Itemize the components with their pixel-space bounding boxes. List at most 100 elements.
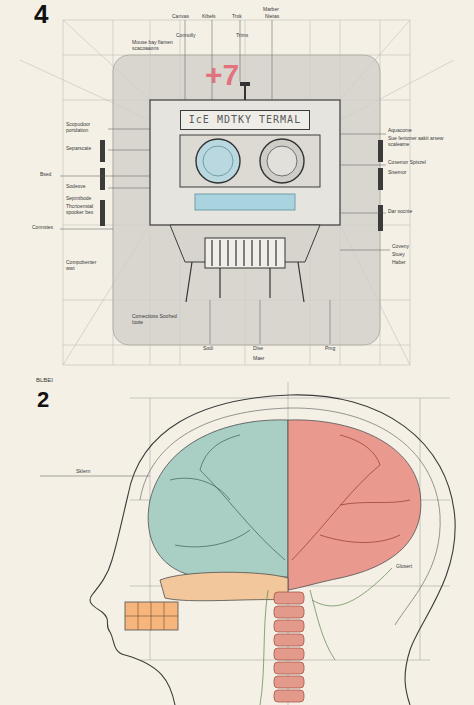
leg — [219, 268, 220, 298]
leader-lines — [60, 20, 390, 344]
vertebra — [274, 620, 304, 632]
part-label: Compobenter wwt — [66, 260, 106, 271]
grid-line — [125, 616, 178, 617]
vertebra — [274, 606, 304, 618]
panel-number: 4 — [34, 0, 48, 29]
grid-line — [420, 398, 421, 660]
bracket-bar — [378, 205, 383, 231]
gauge-ring — [267, 146, 297, 176]
fin — [219, 240, 220, 266]
part-label: Scopudoor portdation — [66, 122, 108, 133]
part-label: Cosemor Spiszel — [388, 160, 450, 166]
leader-line — [340, 213, 386, 214]
vertebra — [274, 690, 304, 702]
panel-caption: BLBEI — [36, 377, 53, 384]
brain-right-hemisphere — [288, 420, 421, 590]
leader-line — [108, 129, 150, 130]
fin — [227, 240, 228, 266]
part-label: Nietas — [265, 14, 279, 20]
grid-line — [130, 398, 450, 399]
machine-body — [150, 100, 340, 225]
grid-line — [410, 20, 411, 365]
part-label: Coveny — [392, 244, 409, 250]
vertebra — [274, 634, 304, 646]
display-window — [195, 194, 295, 210]
heatsink-fins — [212, 240, 276, 266]
vertebra — [274, 592, 304, 604]
grid-line — [63, 20, 64, 365]
part-label: Trims — [236, 33, 248, 39]
vertebra — [274, 648, 304, 660]
fin — [243, 240, 244, 266]
part-label: Kibels — [202, 14, 216, 20]
fin — [275, 240, 276, 266]
bracket-bar — [100, 168, 105, 190]
leader-line — [340, 134, 386, 135]
node-text: IcE MDTKY TERMAL — [189, 115, 301, 125]
vessel — [292, 435, 410, 560]
fin — [251, 240, 252, 266]
machine-legs — [186, 262, 304, 302]
anatomy-label: Sklern — [76, 469, 90, 475]
antenna-cap — [240, 82, 250, 86]
note-label: Sue fentoner aakit arsew scaleame — [388, 136, 448, 147]
construction-grid — [20, 20, 454, 365]
leader-line — [60, 229, 113, 230]
part-label: Sodesve — [66, 184, 85, 190]
part-label: Dise — [253, 346, 263, 352]
bracket-bar — [378, 140, 383, 162]
part-label: Separscate — [66, 146, 91, 152]
grid-line — [63, 365, 410, 366]
part-label: Sepmibode — [66, 196, 91, 202]
leader-line — [60, 176, 150, 177]
part-label: Sisemor — [388, 170, 406, 176]
gauge-dial — [196, 139, 240, 183]
callout-number: +7 — [205, 58, 239, 91]
bracket-bar — [100, 200, 105, 226]
anatomy-label: Glosert — [396, 564, 412, 570]
panel-number: 2 — [37, 388, 49, 412]
vessel — [170, 435, 285, 560]
leader-line — [108, 150, 150, 151]
part-label: Connolly — [176, 33, 195, 39]
fin — [267, 240, 268, 266]
part-label: Trok — [232, 14, 242, 20]
fin — [259, 240, 260, 266]
nerve-lines — [260, 568, 392, 705]
brain-left-hemisphere — [148, 420, 288, 577]
spine — [274, 592, 304, 702]
heatsink — [205, 238, 285, 268]
nerve — [260, 590, 268, 705]
part-label: Connstes — [32, 225, 53, 231]
grid-line — [63, 20, 410, 21]
backdrop-panel — [113, 55, 380, 345]
part-label: Bsed — [40, 172, 51, 178]
machine-nameplate: IcE MDTKY TERMAL — [180, 110, 310, 130]
brain-vessels — [170, 435, 285, 560]
vertebra — [274, 662, 304, 674]
bracket-bar — [378, 168, 383, 190]
nerve — [312, 568, 392, 606]
leader-line — [330, 300, 331, 344]
leader-line — [340, 165, 386, 166]
brain-vessels — [292, 435, 410, 560]
proportion-grid — [130, 382, 450, 705]
leader-line — [272, 20, 273, 100]
gauge-ring — [203, 146, 233, 176]
fin — [211, 240, 212, 266]
part-label: Stuey — [392, 252, 405, 258]
note-label: Comectioss Soohed Ioote — [132, 314, 180, 325]
leader-line — [108, 188, 150, 189]
leader-line — [240, 20, 241, 82]
part-label: Sodi — [203, 346, 213, 352]
antenna — [244, 84, 246, 100]
leader-line — [260, 300, 261, 344]
part-label: Marber — [263, 7, 279, 13]
fin — [235, 240, 236, 266]
leg — [298, 262, 304, 302]
bracket-bar — [100, 140, 105, 162]
leader-line — [340, 250, 390, 251]
grid-block — [125, 602, 178, 630]
